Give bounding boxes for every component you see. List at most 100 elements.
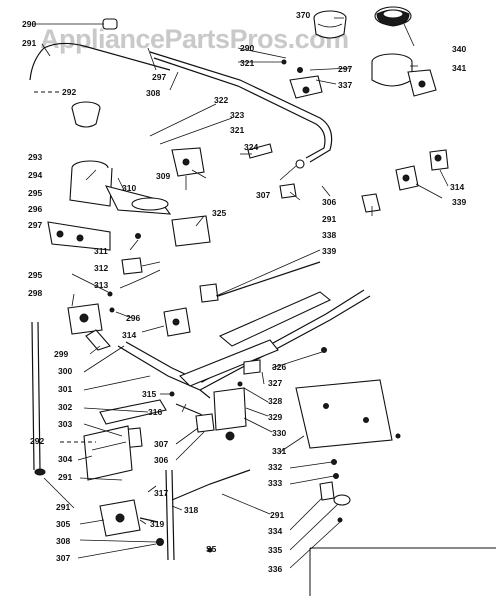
callout-310: 310: [122, 183, 136, 193]
callout-297-right: 297: [338, 64, 352, 74]
callout-294: 294: [28, 170, 42, 180]
valve-314-center: [163, 307, 191, 337]
part-334: [319, 481, 335, 501]
callout-311: 311: [94, 246, 108, 256]
callout-328: 328: [268, 396, 282, 406]
callout-307-center: 307: [154, 439, 168, 449]
callout-321-mid: 321: [230, 125, 244, 135]
electrode-324: [247, 143, 273, 159]
callout-303: 303: [58, 419, 72, 429]
callout-315: 315: [142, 389, 156, 399]
callout-296: 296: [28, 204, 42, 214]
callout-290-center: 290: [240, 43, 254, 53]
callout-331: 331: [272, 446, 286, 456]
bracket-325: [171, 215, 211, 247]
callout-s5: S5: [206, 544, 217, 554]
callout-291-right: 291: [322, 214, 336, 224]
callout-330: 330: [272, 428, 286, 438]
callout-334: 334: [268, 526, 282, 536]
callout-297: 297: [28, 220, 42, 230]
burner-plate-331: [295, 379, 401, 449]
corner-frame: [309, 547, 496, 596]
screw-315: [169, 391, 175, 397]
switch-312: [121, 257, 161, 275]
callout-327: 327: [268, 378, 282, 388]
callout-295: 295: [28, 188, 42, 198]
callout-338: 338: [322, 230, 336, 240]
burner-tube-291: [29, 42, 171, 81]
callout-341: 341: [452, 63, 466, 73]
callout-292: 292: [62, 87, 76, 97]
callout-321-top: 321: [240, 58, 254, 68]
bracket-302: [99, 399, 167, 425]
valve-298: [67, 303, 111, 351]
callout-324: 324: [244, 142, 258, 152]
screw-296: [109, 307, 115, 313]
callout-314-right: 314: [450, 182, 464, 192]
callout-291-bottom-left: 291: [56, 502, 70, 512]
callout-339-right: 339: [452, 197, 466, 207]
valve-338: [361, 193, 381, 213]
valve-314-right: [429, 149, 449, 171]
part-336: [337, 517, 343, 523]
callout-332: 332: [268, 462, 282, 472]
callout-319: 319: [150, 519, 164, 529]
callout-299: 299: [54, 349, 68, 359]
vertical-gas-tube-292: [31, 321, 46, 476]
callout-304: 304: [58, 454, 72, 464]
callout-337: 337: [338, 80, 352, 90]
oven-burner-tube-300: [117, 289, 371, 399]
callout-339-center: 339: [322, 246, 336, 256]
spark-switch-337: [281, 59, 323, 99]
callout-291-bottom-right: 291: [270, 510, 284, 520]
callout-290: 290: [22, 19, 36, 29]
gas-line-339: [199, 261, 321, 303]
burner-base-341: [371, 53, 437, 97]
lower-tube-318: [165, 469, 251, 561]
bracket-329: [213, 387, 247, 431]
leader-lines: [32, 17, 449, 569]
part-335: [333, 494, 351, 506]
callout-326: 326: [272, 362, 286, 372]
callout-306-center: 306: [154, 455, 168, 465]
callout-329: 329: [268, 412, 282, 422]
callout-301: 301: [58, 384, 72, 394]
regulator-304: [83, 425, 133, 481]
callout-302: 302: [58, 402, 72, 412]
screw-295: [107, 291, 113, 297]
callout-308: 308: [146, 88, 160, 98]
callout-293: 293: [28, 152, 42, 162]
callout-325: 325: [212, 208, 226, 218]
valve-307-center: [195, 413, 235, 441]
callout-298: 298: [28, 288, 42, 298]
callout-370: 370: [296, 10, 310, 20]
callout-295-left: 295: [28, 270, 42, 280]
callout-340: 340: [452, 44, 466, 54]
callout-313: 313: [94, 280, 108, 290]
callout-312: 312: [94, 263, 108, 273]
valve-307-small: [279, 159, 305, 199]
wire-313: [119, 269, 161, 289]
part-307-bottom: [156, 538, 164, 546]
valve-339-right: [395, 165, 419, 191]
callout-333: 333: [268, 478, 282, 488]
part-332: [331, 459, 337, 465]
part-327: [243, 359, 261, 375]
callout-336: 336: [268, 564, 282, 574]
callout-316: 316: [148, 407, 162, 417]
burner-cap-340: [374, 6, 412, 27]
callout-292-left: 292: [30, 436, 44, 446]
part-333: [333, 473, 339, 479]
top-burner-head-370: [313, 10, 347, 39]
callout-318: 318: [184, 505, 198, 515]
orifice-290: [102, 18, 118, 30]
valve-305: [99, 499, 159, 537]
callout-297-top: 297: [152, 72, 166, 82]
watermark-text: AppliancePartsPros.com: [40, 24, 349, 54]
callout-323: 323: [230, 110, 244, 120]
burner-assembly-294: [47, 160, 172, 251]
callout-296-left: 296: [126, 313, 140, 323]
main-top-manifold-tube: [149, 51, 333, 163]
callout-305: 305: [56, 519, 70, 529]
